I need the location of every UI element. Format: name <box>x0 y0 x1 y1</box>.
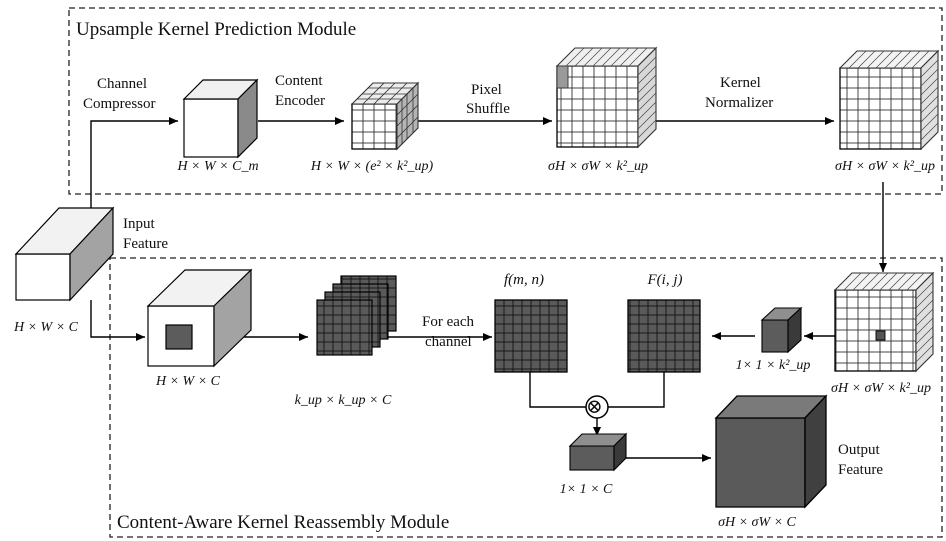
arrow-input-to-compressor <box>90 117 178 216</box>
dim-encoded: H × W × (e² × k²_up) <box>310 159 434 174</box>
pixel-shuffle-label-line1: Pixel <box>471 82 502 98</box>
otimes-symbol: ⊗ <box>586 396 603 418</box>
output-feature-label-line2: Feature <box>838 462 883 478</box>
patch-square <box>165 324 193 350</box>
output-vector-block <box>568 432 628 472</box>
dim-input-copy: H × W × C <box>155 374 221 389</box>
multiply-circle <box>585 395 609 419</box>
input-feature-label-line1: Input <box>123 216 155 232</box>
shuffled-kernel-cube <box>555 46 658 149</box>
for-each-channel-label-line2: channel <box>425 334 472 350</box>
input-feature-cuboid <box>14 206 115 302</box>
content-encoder-label-line1: Content <box>275 73 323 89</box>
output-feature-label-line1: Output <box>838 442 880 458</box>
dim-output-vector: 1× 1 × C <box>559 482 613 497</box>
input-feature-label-line2: Feature <box>123 236 168 252</box>
dim-normalized-bottom: σH × σW × k²_up <box>831 381 931 396</box>
dim-compressed: H × W × C_m <box>177 159 259 174</box>
channel-compressor-label-line2: Compressor <box>83 96 156 112</box>
pixel-shuffle-label-line2: Shuffle <box>466 101 510 117</box>
normalized-kernel-cube <box>838 49 940 151</box>
dim-output: σH × σW × C <box>718 515 796 530</box>
selected-location-cell <box>875 330 886 341</box>
kernel-normalizer-label-line2: Normalizer <box>705 95 774 111</box>
upsample-module-border <box>68 7 943 195</box>
f-grid <box>494 299 568 373</box>
for-each-channel-label-line1: For each <box>422 314 475 330</box>
reassembly-module-title: Content-Aware Kernel Reassembly Module <box>117 512 450 533</box>
reassembly-module-border <box>109 257 943 538</box>
dim-kernel-vector: 1× 1 × k²_up <box>735 358 811 373</box>
f-mn-label: f(m, n) <box>504 272 544 288</box>
dim-shuffled: σH × σW × k²_up <box>548 159 648 174</box>
encoded-kernel-cube <box>350 81 420 151</box>
upsample-module-title: Upsample Kernel Prediction Module <box>76 19 357 40</box>
kernel-normalizer-label-line1: Kernel <box>720 75 761 91</box>
reassembly-kernel-stack <box>316 275 397 356</box>
dim-kernels: k_up × k_up × C <box>294 393 392 408</box>
dim-input: H × W × C <box>13 320 79 335</box>
channel-compressor-label-line1: Channel <box>97 76 147 92</box>
kernel-vector-block <box>760 306 803 354</box>
normalized-kernel-cube-bottom <box>833 271 935 373</box>
F-ij-label: F(i, j) <box>647 272 683 288</box>
dim-normalized: σH × σW × k²_up <box>835 159 935 174</box>
arrow-input-to-copy <box>90 300 145 341</box>
F-grid <box>627 299 701 373</box>
output-feature-cube <box>714 394 828 509</box>
compressed-feature-cuboid <box>182 78 259 159</box>
input-copy-cuboid <box>146 268 253 368</box>
content-encoder-label-line2: Encoder <box>275 93 325 109</box>
